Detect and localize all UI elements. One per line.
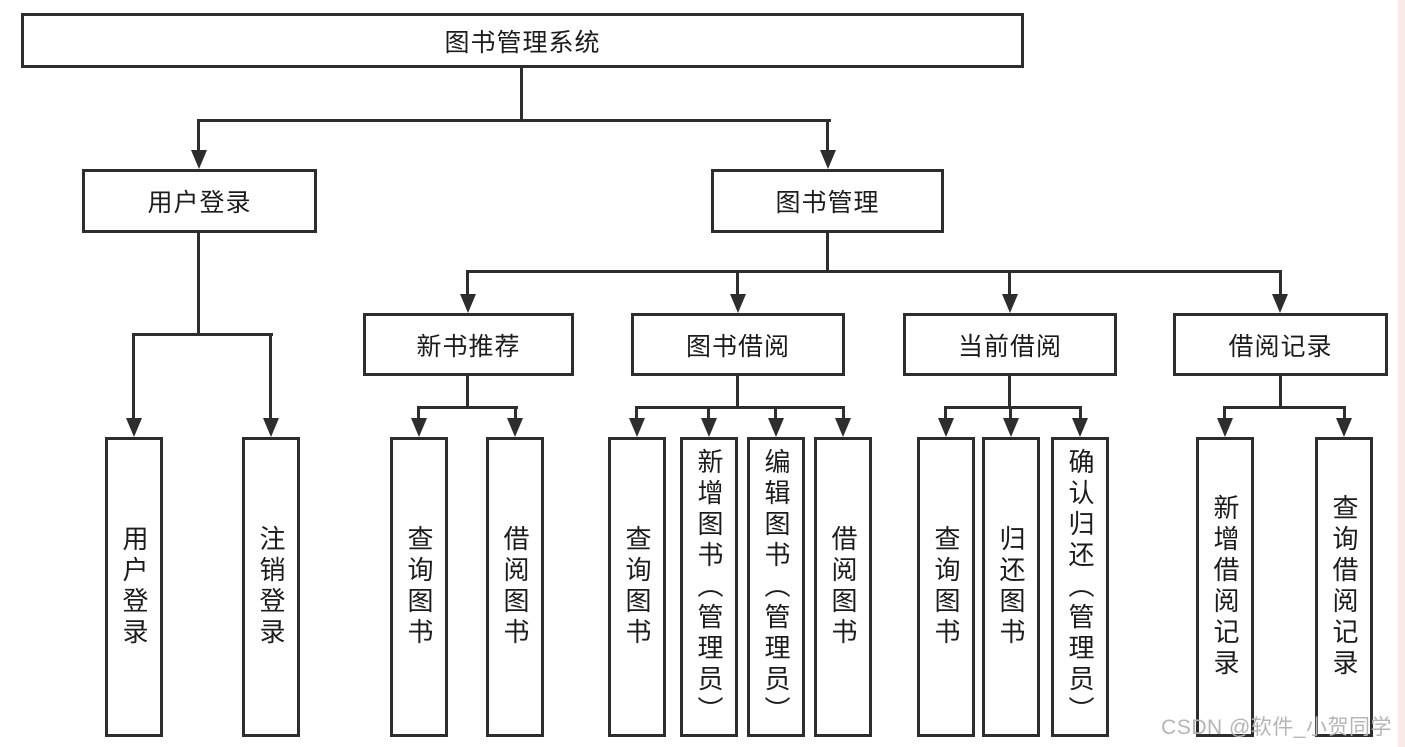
- csdn-watermark: CSDN @软件_小贺同学: [1161, 716, 1392, 739]
- arrow-down-icon: [507, 418, 523, 437]
- connector-line: [736, 374, 739, 409]
- connector-line: [269, 333, 272, 420]
- arrow-down-icon: [701, 418, 717, 437]
- arrow-down-icon: [460, 294, 476, 313]
- connector-line: [826, 119, 829, 151]
- connector-line: [944, 406, 1082, 409]
- connector-line: [197, 119, 831, 122]
- arrow-down-icon: [835, 418, 851, 437]
- connector-line: [197, 119, 200, 151]
- connector-line: [826, 231, 829, 273]
- arrow-down-icon: [126, 418, 142, 437]
- arrow-down-icon: [1336, 418, 1352, 437]
- arrow-down-icon: [1272, 294, 1288, 313]
- leaf-record-add-record: 新增借阅记录: [1196, 437, 1254, 737]
- leaf-recommend-borrow-book: 借阅图书: [486, 437, 544, 737]
- connector-line: [1008, 270, 1011, 296]
- connector-line: [1009, 406, 1012, 420]
- arrow-down-icon: [1072, 418, 1088, 437]
- arrow-down-icon: [768, 418, 784, 437]
- leaf-logout: 注销登录: [242, 437, 300, 737]
- node-root-library-system: 图书管理系统: [21, 13, 1024, 68]
- arrow-down-icon: [820, 150, 836, 169]
- connector-line: [1343, 406, 1346, 420]
- connector-line: [1279, 374, 1282, 409]
- arrow-down-icon: [730, 294, 746, 313]
- connector-line: [1223, 406, 1226, 420]
- connector-line: [736, 270, 739, 296]
- right-edge-tint: [1398, 0, 1405, 747]
- connector-line: [466, 270, 1282, 273]
- connector-line: [466, 374, 469, 409]
- leaf-current-confirm-return-admin: 确认归还（管理员）: [1051, 437, 1109, 737]
- leaf-user-login: 用户登录: [105, 437, 163, 737]
- connector-line: [1079, 406, 1082, 420]
- arrow-down-icon: [938, 418, 954, 437]
- connector-line: [133, 333, 273, 336]
- node-current-borrow: 当前借阅: [903, 313, 1117, 376]
- connector-line: [1279, 270, 1282, 296]
- connector-line: [842, 406, 845, 420]
- leaf-recommend-query-book: 查询图书: [390, 437, 448, 737]
- arrow-down-icon: [629, 418, 645, 437]
- arrow-down-icon: [1002, 294, 1018, 313]
- connector-line: [1223, 406, 1346, 409]
- connector-line: [132, 333, 135, 420]
- node-user-login: 用户登录: [82, 169, 317, 233]
- leaf-current-query-book: 查询图书: [917, 437, 975, 737]
- leaf-borrow-borrow-book: 借阅图书: [814, 437, 872, 737]
- connector-line: [944, 406, 947, 420]
- connector-line: [514, 406, 517, 420]
- node-new-book-recommend: 新书推荐: [363, 313, 574, 376]
- connector-line: [466, 270, 469, 296]
- connector-line: [417, 406, 518, 409]
- arrow-down-icon: [411, 418, 427, 437]
- leaf-borrow-edit-book-admin: 编辑图书（管理员）: [747, 437, 805, 737]
- arrow-down-icon: [191, 150, 207, 169]
- leaf-borrow-add-book-admin: 新增图书（管理员）: [680, 437, 738, 737]
- connector-line: [635, 406, 638, 420]
- leaf-borrow-query-book: 查询图书: [608, 437, 666, 737]
- connector-line: [417, 406, 420, 420]
- connector-line: [635, 406, 845, 409]
- connector-line: [520, 66, 523, 121]
- node-borrow-record: 借阅记录: [1173, 313, 1388, 376]
- node-book-borrow: 图书借阅: [631, 313, 845, 376]
- leaf-current-return-book: 归还图书: [982, 437, 1040, 737]
- connector-line: [1008, 374, 1011, 409]
- arrow-down-icon: [1217, 418, 1233, 437]
- connector-line: [774, 406, 777, 420]
- arrow-down-icon: [263, 418, 279, 437]
- arrow-down-icon: [1003, 418, 1019, 437]
- node-book-management: 图书管理: [711, 169, 944, 233]
- connector-line: [707, 406, 710, 420]
- connector-line: [197, 231, 200, 336]
- leaf-record-query-record: 查询借阅记录: [1315, 437, 1373, 737]
